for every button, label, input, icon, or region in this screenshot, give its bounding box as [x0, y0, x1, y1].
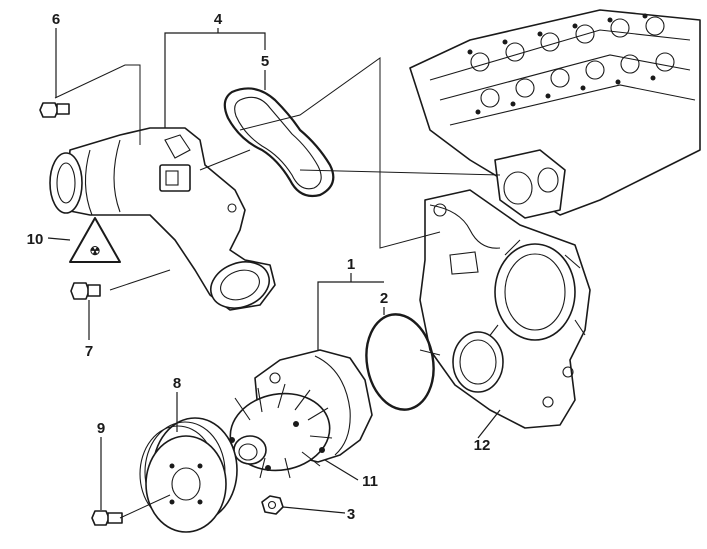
callout-10: 10 [27, 231, 44, 248]
housing-gasket [223, 87, 335, 198]
callout-3: 3 [347, 506, 355, 523]
pulley [139, 417, 238, 533]
cylinder-head [409, 9, 701, 219]
nut-3 [261, 495, 284, 515]
thermostat-housing [49, 127, 276, 311]
callout-8: 8 [173, 375, 181, 392]
callout-9: 9 [97, 420, 105, 437]
callout-2: 2 [380, 290, 388, 307]
callout-4: 4 [214, 11, 223, 28]
callout-6: 6 [52, 11, 60, 28]
assembly-lines [54, 57, 501, 519]
timing-cover [419, 189, 591, 429]
bolt-7 [70, 282, 101, 300]
callout-11: 11 [362, 473, 378, 490]
warning-triangle-icon: ☢ [69, 217, 121, 263]
callout-1: 1 [347, 256, 355, 273]
callout-7: 7 [85, 343, 93, 360]
callout-5: 5 [261, 53, 269, 70]
callout-leaders [47, 28, 501, 514]
gasket-ring [365, 313, 435, 411]
svg-text:☢: ☢ [90, 244, 101, 258]
bolt-6 [39, 102, 70, 118]
callout-12: 12 [474, 437, 491, 454]
water-pump [229, 349, 373, 479]
callout-labels: 6 4 5 10 7 1 2 8 9 11 3 12 [27, 11, 491, 523]
bolt-9 [91, 510, 123, 526]
